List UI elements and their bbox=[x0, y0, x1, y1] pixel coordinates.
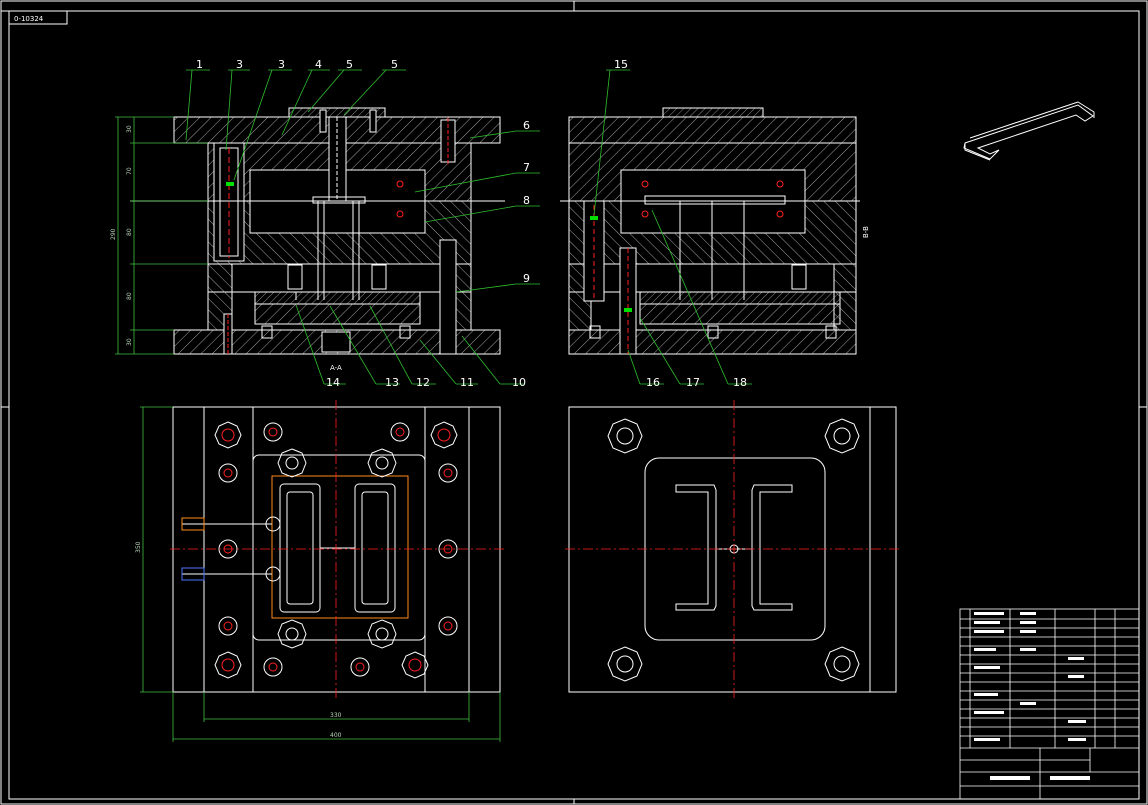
callout-8: 8 bbox=[523, 194, 530, 207]
dim-plan-height: 350 bbox=[135, 541, 142, 553]
callout-13: 13 bbox=[385, 376, 399, 389]
plan-view-center-lines bbox=[170, 400, 505, 700]
callout-numbers: 1 3 3 4 5 5 6 7 8 9 10 11 12 13 14 15 16… bbox=[196, 58, 747, 389]
dim-front-h2: 70 bbox=[126, 167, 133, 175]
plan-view-fixed-center-lines bbox=[565, 400, 900, 700]
drawing-code: 0-10324 bbox=[14, 15, 44, 23]
plan-view-fixed-bolts bbox=[607, 418, 860, 682]
callout-12: 12 bbox=[416, 376, 430, 389]
callout-17: 17 bbox=[686, 376, 700, 389]
callout-10: 10 bbox=[512, 376, 526, 389]
dim-front-h3: 80 bbox=[126, 228, 133, 236]
callout-15: 15 bbox=[614, 58, 628, 71]
callout-3a: 3 bbox=[236, 58, 243, 71]
section-label-left: A-A bbox=[330, 364, 342, 372]
section-label-right: B-B bbox=[862, 226, 870, 238]
drawing-code-box: 0-10324 bbox=[8, 10, 68, 25]
callout-11: 11 bbox=[460, 376, 474, 389]
callout-9: 9 bbox=[523, 272, 530, 285]
title-block-fill-marks bbox=[974, 612, 1090, 780]
dim-front-h1: 30 bbox=[126, 125, 133, 133]
callout-leaders bbox=[185, 69, 752, 385]
callout-6: 6 bbox=[523, 119, 530, 132]
front-section-view bbox=[130, 107, 505, 355]
plan-view-bolts bbox=[214, 421, 458, 679]
dim-front-h5: 30 bbox=[126, 338, 133, 346]
front-view-dimensions bbox=[115, 116, 208, 355]
dim-front-total: 290 bbox=[110, 228, 117, 240]
callout-14: 14 bbox=[326, 376, 340, 389]
callout-4: 4 bbox=[315, 58, 322, 71]
callout-1: 1 bbox=[196, 58, 203, 71]
callout-18: 18 bbox=[733, 376, 747, 389]
dim-front-h4: 80 bbox=[126, 292, 133, 300]
dim-plan-width-outer: 400 bbox=[330, 732, 342, 739]
callout-5a: 5 bbox=[346, 58, 353, 71]
part-isometric-view bbox=[963, 101, 1095, 161]
callout-3b: 3 bbox=[278, 58, 285, 71]
callout-5b: 5 bbox=[391, 58, 398, 71]
side-section-view bbox=[560, 107, 860, 355]
plan-view-moving-half bbox=[172, 406, 501, 693]
dim-plan-width-inner: 330 bbox=[330, 712, 342, 719]
plan-view-dimensions bbox=[140, 406, 501, 742]
title-block bbox=[959, 608, 1140, 800]
callout-7: 7 bbox=[523, 161, 530, 174]
callout-16: 16 bbox=[646, 376, 660, 389]
